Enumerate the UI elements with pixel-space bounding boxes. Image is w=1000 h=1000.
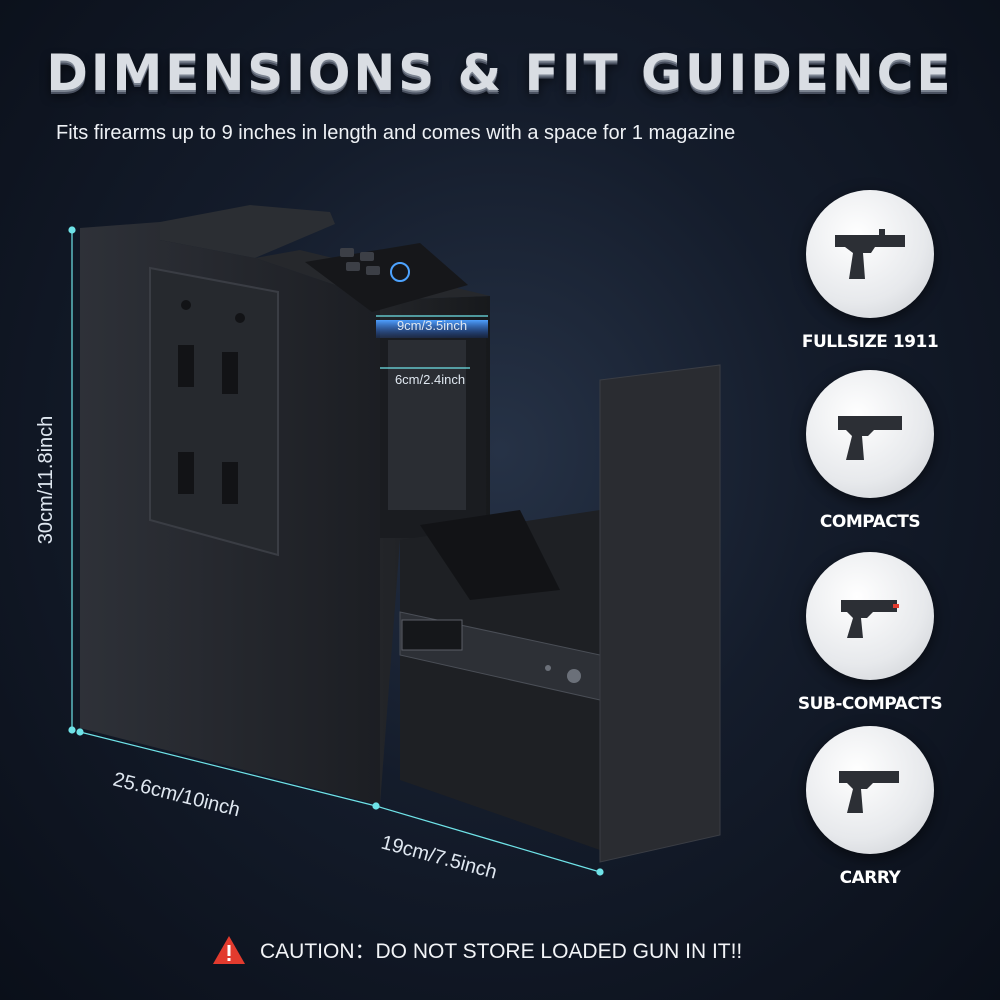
warning-icon — [213, 936, 245, 964]
mounting-plate — [149, 266, 279, 557]
page-title: DIMENSIONS & FIT GUIDENCE — [46, 44, 954, 102]
fit-item-subcompacts: SUB-COMPACTS — [780, 552, 960, 714]
drawer-length-label: 19cm/7.5inch — [379, 832, 500, 884]
depth-dimension-label: 25.6cm/10inch — [111, 769, 243, 822]
magazine-width-label: 6cm/2.4inch — [395, 372, 465, 387]
fit-label: FULLSIZE 1911 — [801, 332, 939, 352]
carry-pistol-icon — [806, 726, 934, 854]
fit-label: CARRY — [839, 868, 901, 888]
drawer — [399, 364, 721, 863]
fingerprint-keypad — [305, 243, 468, 312]
compact-pistol-icon — [806, 370, 934, 498]
dimension-lines — [68, 226, 604, 876]
page-subtitle: Fits firearms up to 9 inches in length a… — [56, 122, 736, 144]
drawer-opening — [376, 320, 488, 538]
opening-width-label: 9cm/3.5inch — [397, 318, 467, 333]
fullsize-pistol-icon — [806, 190, 934, 318]
fit-item-carry: CARRY — [780, 726, 960, 888]
fit-label: SUB-COMPACTS — [797, 694, 943, 714]
fit-item-compacts: COMPACTS — [780, 370, 960, 532]
caution-text: CAUTION：DO NOT STORE LOADED GUN IN IT!! — [260, 940, 743, 963]
fit-label: COMPACTS — [819, 512, 921, 532]
height-dimension-label: 30cm/11.8inch — [35, 416, 57, 545]
fit-item-fullsize: FULLSIZE 1911 — [780, 190, 960, 352]
subcompact-pistol-icon — [806, 552, 934, 680]
caution-banner: CAUTION：DO NOT STORE LOADED GUN IN IT!! — [212, 930, 742, 970]
